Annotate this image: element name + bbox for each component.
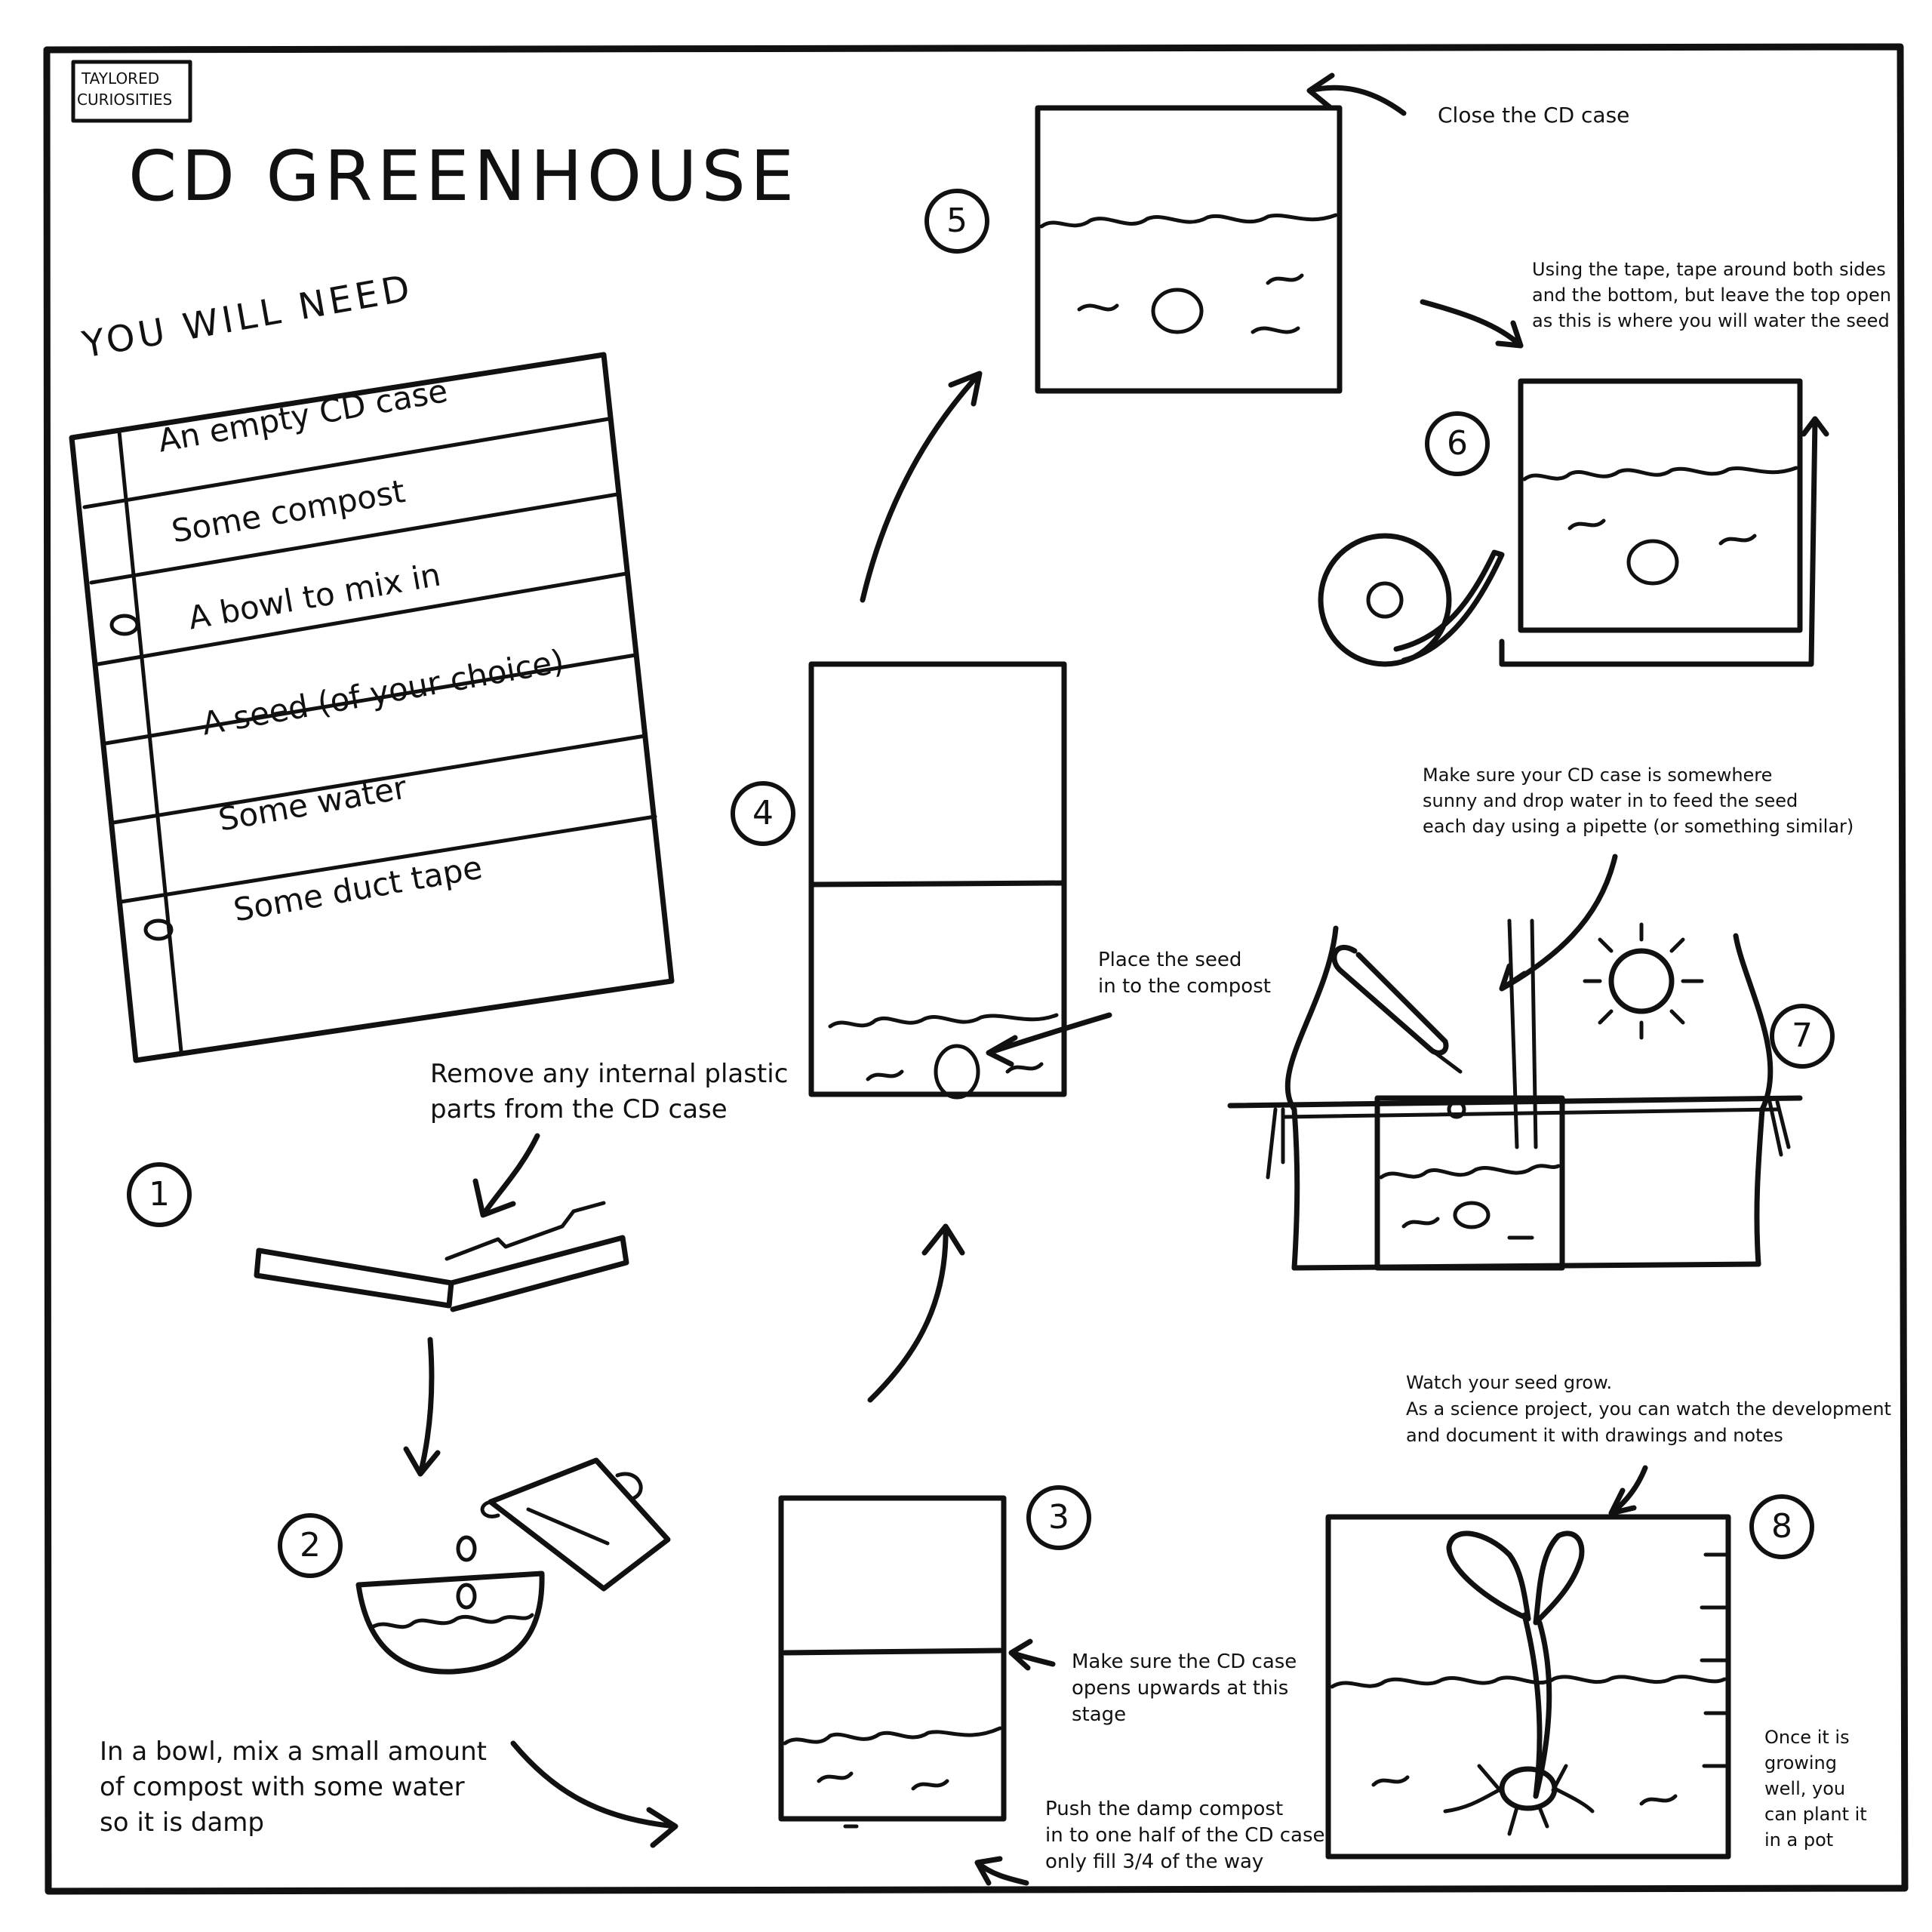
arrow-2-to-3 <box>510 1740 678 1848</box>
step2-caption: In a bowl, mix a small amount of compost… <box>100 1737 487 1838</box>
step4-cd-case <box>808 661 1112 1100</box>
step-number-2: 2 <box>278 1513 343 1578</box>
arrow-3-to-4 <box>867 1223 965 1403</box>
step4-caption: Place the seed in to the compost <box>1098 949 1271 998</box>
arrow-1-to-2 <box>403 1337 441 1477</box>
step-number-7: 7 <box>1770 1004 1835 1069</box>
step3-caption-top: Make sure the CD case opens upwards at t… <box>1072 1651 1297 1726</box>
step5-cd-case <box>1035 72 1407 394</box>
step1-caption: Remove any internal plastic parts from t… <box>430 1059 789 1124</box>
arrow-4-to-5 <box>860 371 983 603</box>
logo-box <box>71 60 192 123</box>
step2-bowl <box>355 1457 671 1675</box>
step8-seedling <box>1325 1465 1731 1860</box>
step-number-8: 8 <box>1749 1494 1814 1559</box>
step-number-4: 4 <box>731 781 795 846</box>
page-frame <box>43 43 1909 1895</box>
step6-tape-case <box>1318 378 1829 667</box>
step-number-1: 1 <box>127 1162 192 1227</box>
step6-caption: Using the tape, tape around both sides a… <box>1532 259 1891 331</box>
step-number-5: 5 <box>924 189 989 254</box>
step-number-3: 3 <box>1026 1485 1091 1550</box>
logo-text-2: CURIOSITIES <box>77 91 173 109</box>
arrow-5-to-6 <box>1420 299 1524 349</box>
page-title: CD GREENHOUSE <box>128 136 799 217</box>
step7-window-sill <box>1227 854 1803 1271</box>
step1-cd-case <box>254 1133 629 1312</box>
step3-caption-bottom: Push the damp compost in to one half of … <box>1045 1798 1332 1873</box>
step5-caption: Close the CD case <box>1438 103 1630 128</box>
step3-cd-case <box>778 1495 1056 1886</box>
checklist-sheet <box>69 352 675 1063</box>
step-number-6: 6 <box>1425 411 1490 476</box>
step8-caption: Watch your seed grow. As a science proje… <box>1406 1372 1891 1446</box>
step7-caption: Make sure your CD case is somewhere sunn… <box>1423 764 1854 837</box>
logo-text-1: TAYLORED <box>82 69 160 88</box>
step8-caption-side: Once it is growing well, you can plant i… <box>1764 1727 1867 1850</box>
